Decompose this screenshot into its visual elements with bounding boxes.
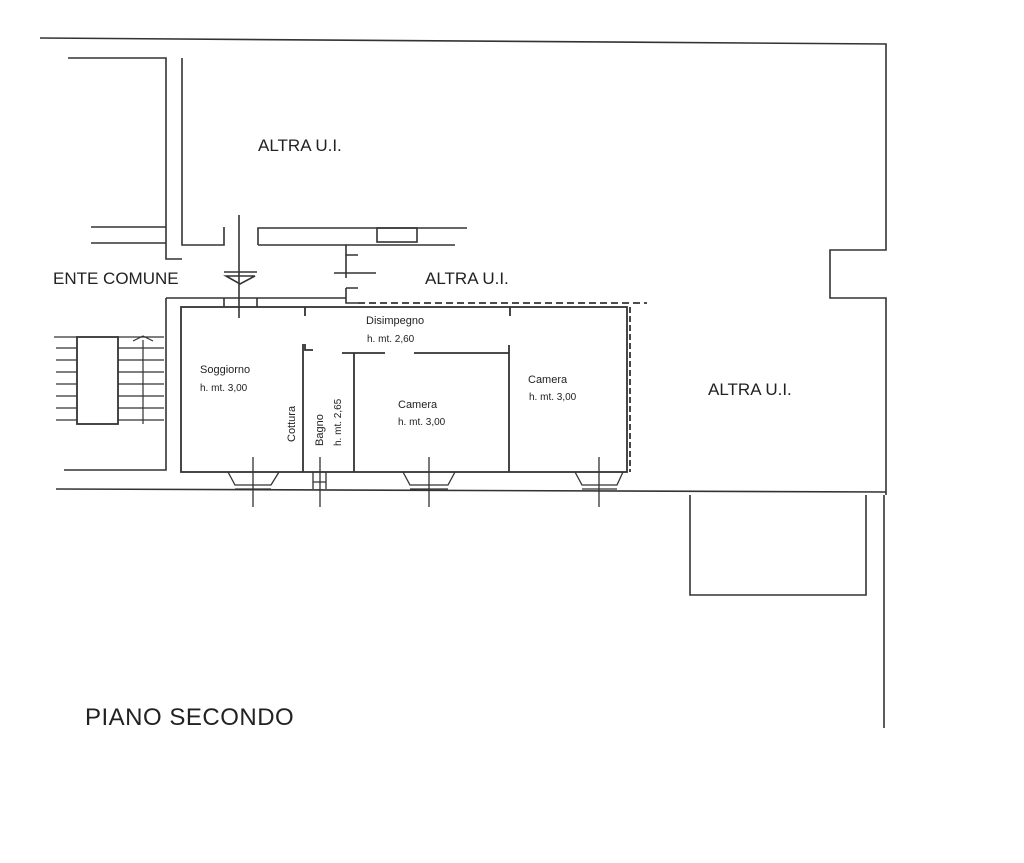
room-bagno-name: Bagno: [314, 414, 326, 446]
room-disimpegno-name: Disimpegno: [366, 315, 425, 327]
room-soggiorno-name: Soggiorno: [200, 364, 251, 376]
label-altra-ui-right: ALTRA U.I.: [708, 380, 792, 399]
label-ente-comune: ENTE COMUNE: [53, 269, 179, 288]
staircase: [54, 335, 164, 425]
room-disimpegno-height: h. mt. 2,60: [367, 334, 415, 345]
room-bagno-height: h. mt. 2,65: [333, 398, 344, 446]
apartment-walls: [180, 302, 647, 473]
label-altra-ui-top: ALTRA U.I.: [258, 136, 342, 155]
label-altra-ui-middle: ALTRA U.I.: [425, 269, 509, 288]
floor-title: PIANO SECONDO: [85, 704, 295, 731]
room-soggiorno-height: h. mt. 3,00: [200, 383, 248, 394]
windows: [227, 457, 624, 507]
room-camera-1-height: h. mt. 3,00: [398, 417, 446, 428]
room-cottura-name: Cottura: [286, 405, 298, 442]
outer-walls: [39, 37, 887, 728]
room-camera-1-name: Camera: [398, 399, 438, 411]
room-camera-2-height: h. mt. 3,00: [529, 392, 577, 403]
corridor-walls: [64, 57, 467, 471]
entrance-door-symbol: [222, 215, 258, 318]
room-camera-2-name: Camera: [528, 374, 568, 386]
